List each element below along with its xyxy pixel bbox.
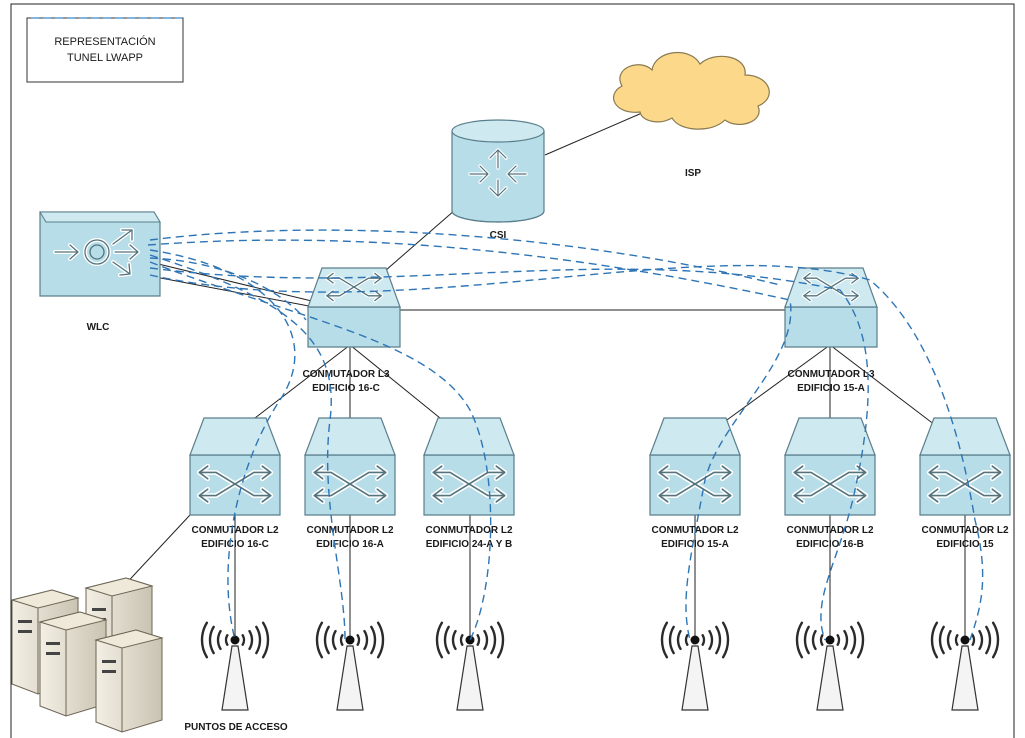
csi-router: CSI xyxy=(451,119,545,241)
l2-switch: CONMUTADOR L2 EDIFICIO 24-A Y B xyxy=(423,417,515,550)
l2-line1: CONMUTADOR L2 xyxy=(425,525,512,536)
l2-line2: EDIFICIO 15-A xyxy=(661,539,729,550)
tunnel-ap-6 xyxy=(149,264,984,641)
l2-line2: EDIFICIO 16-A xyxy=(316,539,384,550)
csi-label: CSI xyxy=(490,230,507,241)
l2-line1: CONMUTADOR L2 xyxy=(921,525,1008,536)
layer3-switch-icon xyxy=(307,267,401,348)
tunnel-ap-2 xyxy=(149,254,346,641)
l2-line1: CONMUTADOR L2 xyxy=(786,525,873,536)
l2-line2: EDIFICIO 15 xyxy=(936,539,994,550)
l2-switch: CONMUTADOR L2 EDIFICIO 15 xyxy=(919,417,1011,550)
legend: REPRESENTACIÓN TUNEL LWAPP xyxy=(26,17,184,83)
legend-title-line2: TUNEL LWAPP xyxy=(67,52,143,64)
access-point-icon xyxy=(660,621,730,711)
access-point-icon xyxy=(930,621,1000,711)
isp-cloud: ISP xyxy=(612,51,770,179)
layer2-switch-icon xyxy=(919,417,1011,516)
l2-switch: CONMUTADOR L2 EDIFICIO 16-C xyxy=(189,417,281,550)
layer2-switch-icon xyxy=(649,417,741,516)
layer2-switch-icon xyxy=(304,417,396,516)
access-point-icon xyxy=(315,621,385,711)
l2-line2: EDIFICIO 24-A Y B xyxy=(426,539,513,550)
l2-line2: EDIFICIO 16-B xyxy=(796,539,864,550)
l2-line2: EDIFICIO 16-C xyxy=(201,539,269,550)
access-point-icon xyxy=(200,621,270,711)
tunnel-ap-1 xyxy=(149,249,296,641)
access-points-label: PUNTOS DE ACCESO xyxy=(184,722,288,733)
l3-switch-15a: CONMUTADOR L3 EDIFICIO 15-A xyxy=(784,267,878,394)
access-point-icon xyxy=(435,621,505,711)
server-group xyxy=(10,577,164,733)
tunnel-ap-4 xyxy=(147,239,792,641)
l2-line1: CONMUTADOR L2 xyxy=(191,525,278,536)
server-icon xyxy=(94,629,164,733)
cloud-icon xyxy=(612,51,770,130)
l3-b-line1: CONMUTADOR L3 xyxy=(787,369,874,380)
tunnel-ap-3 xyxy=(149,261,492,641)
layer2-switch-icon xyxy=(784,417,876,516)
l2-line1: CONMUTADOR L2 xyxy=(306,525,393,536)
l3-b-line2: EDIFICIO 15-A xyxy=(797,383,865,394)
layer2-switch-icon xyxy=(423,417,515,516)
l2-switch: CONMUTADOR L2 EDIFICIO 16-A xyxy=(304,417,396,550)
layer2-switch-icon xyxy=(189,417,281,516)
tunnel-l3b xyxy=(149,229,781,286)
wlc-label: WLC xyxy=(87,322,110,333)
l3-a-line2: EDIFICIO 16-C xyxy=(312,383,380,394)
access-points xyxy=(200,621,1000,711)
tunnel-l3a xyxy=(149,257,307,321)
layer3-switch-icon xyxy=(784,267,878,348)
server-icon xyxy=(38,611,108,717)
links xyxy=(119,112,966,640)
legend-title-line1: REPRESENTACIÓN xyxy=(54,35,155,48)
isp-label: ISP xyxy=(685,168,701,179)
l3-a-line1: CONMUTADOR L3 xyxy=(302,369,389,380)
diagram-border xyxy=(10,3,1015,738)
lwapp-tunnels xyxy=(147,229,984,641)
wireless-lan-controller-icon xyxy=(39,211,161,297)
router-icon xyxy=(451,119,545,223)
tunnel-ap-5 xyxy=(149,267,869,641)
wlc-controller: WLC xyxy=(39,211,161,333)
access-point-icon xyxy=(795,621,865,711)
l2-switch: CONMUTADOR L2 EDIFICIO 16-B xyxy=(784,417,876,550)
